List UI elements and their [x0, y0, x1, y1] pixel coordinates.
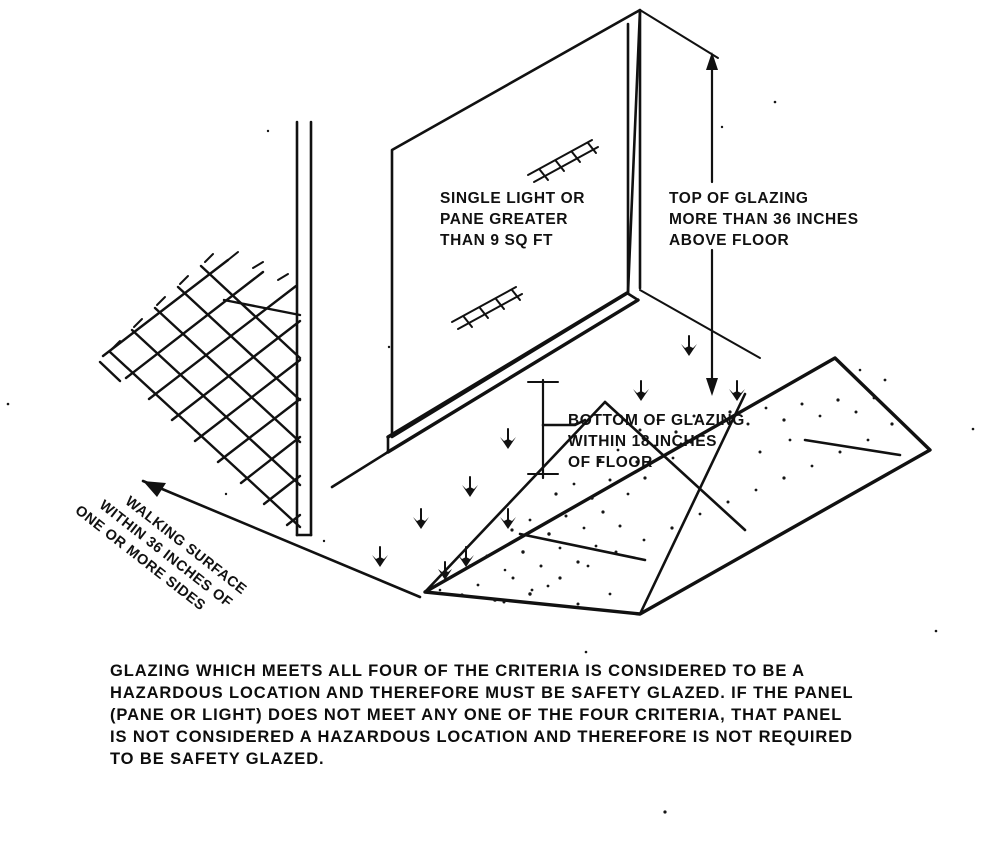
note-line2: HAZARDOUS LOCATION AND THEREFORE MUST BE… — [110, 684, 854, 702]
top-of-glazing-line1: TOP OF GLAZING — [669, 190, 809, 207]
label-walking-surface: WALKING SURFACE WITHIN 36 INCHES OF ONE … — [72, 494, 250, 615]
top-of-glazing-line3: ABOVE FLOOR — [669, 232, 789, 249]
single-light-line1: SINGLE LIGHT OR — [440, 190, 585, 207]
wall-post — [295, 120, 313, 537]
floor-stipple — [438, 368, 894, 606]
window-glass-panel — [390, 8, 642, 439]
down-arrow-marker — [500, 428, 516, 449]
down-arrow-marker — [372, 546, 388, 567]
walking-surface-line2: WITHIN 36 INCHES OF — [96, 497, 235, 611]
bottom-of-glazing-line1: BOTTOM OF GLAZING — [568, 412, 745, 429]
note-line1: GLAZING WHICH MEETS ALL FOUR OF THE CRIT… — [110, 662, 805, 680]
down-arrow-marker — [458, 546, 474, 567]
note-line3: (PANE OR LIGHT) DOES NOT MEET ANY ONE OF… — [110, 706, 842, 724]
walking-surface-leader — [141, 479, 422, 599]
single-light-line3: THAN 9 SQ FT — [440, 232, 553, 249]
bottom-of-glazing-line3: OF FLOOR — [568, 454, 653, 471]
down-arrow-marker — [462, 476, 478, 497]
top-of-glazing-dimension — [639, 9, 761, 396]
floor-slab — [423, 356, 932, 616]
explanatory-note: GLAZING WHICH MEETS ALL FOUR OF THE CRIT… — [110, 662, 854, 768]
walking-surface-grid — [98, 251, 302, 529]
down-arrow-marker — [500, 508, 516, 529]
label-bottom-of-glazing: BOTTOM OF GLAZING WITHIN 18 INCHES OF FL… — [568, 412, 745, 471]
label-single-light: SINGLE LIGHT OR PANE GREATER THAN 9 SQ F… — [440, 190, 585, 249]
bottom-of-glazing-dimension — [527, 378, 587, 480]
scan-artifacts — [6, 100, 975, 814]
floor-direction-markers — [372, 335, 745, 580]
walking-surface-line1: WALKING SURFACE — [122, 494, 249, 599]
down-arrow-marker — [729, 380, 745, 401]
top-of-glazing-line2: MORE THAN 36 INCHES — [669, 211, 859, 228]
single-light-line2: PANE GREATER — [440, 211, 568, 228]
bottom-of-glazing-line2: WITHIN 18 INCHES — [568, 433, 717, 450]
window-sill — [330, 291, 640, 489]
down-arrow-marker — [413, 508, 429, 529]
note-line4: IS NOT CONSIDERED A HAZARDOUS LOCATION A… — [110, 728, 853, 746]
note-line5: TO BE SAFETY GLAZED. — [110, 750, 325, 768]
glass-sparkle-icon-lower — [451, 286, 523, 330]
glass-sparkle-icon — [527, 139, 599, 183]
label-top-of-glazing: TOP OF GLAZING MORE THAN 36 INCHES ABOVE… — [669, 190, 859, 249]
down-arrow-marker — [681, 335, 697, 356]
down-arrow-marker — [438, 561, 452, 580]
down-arrow-marker — [633, 380, 649, 401]
